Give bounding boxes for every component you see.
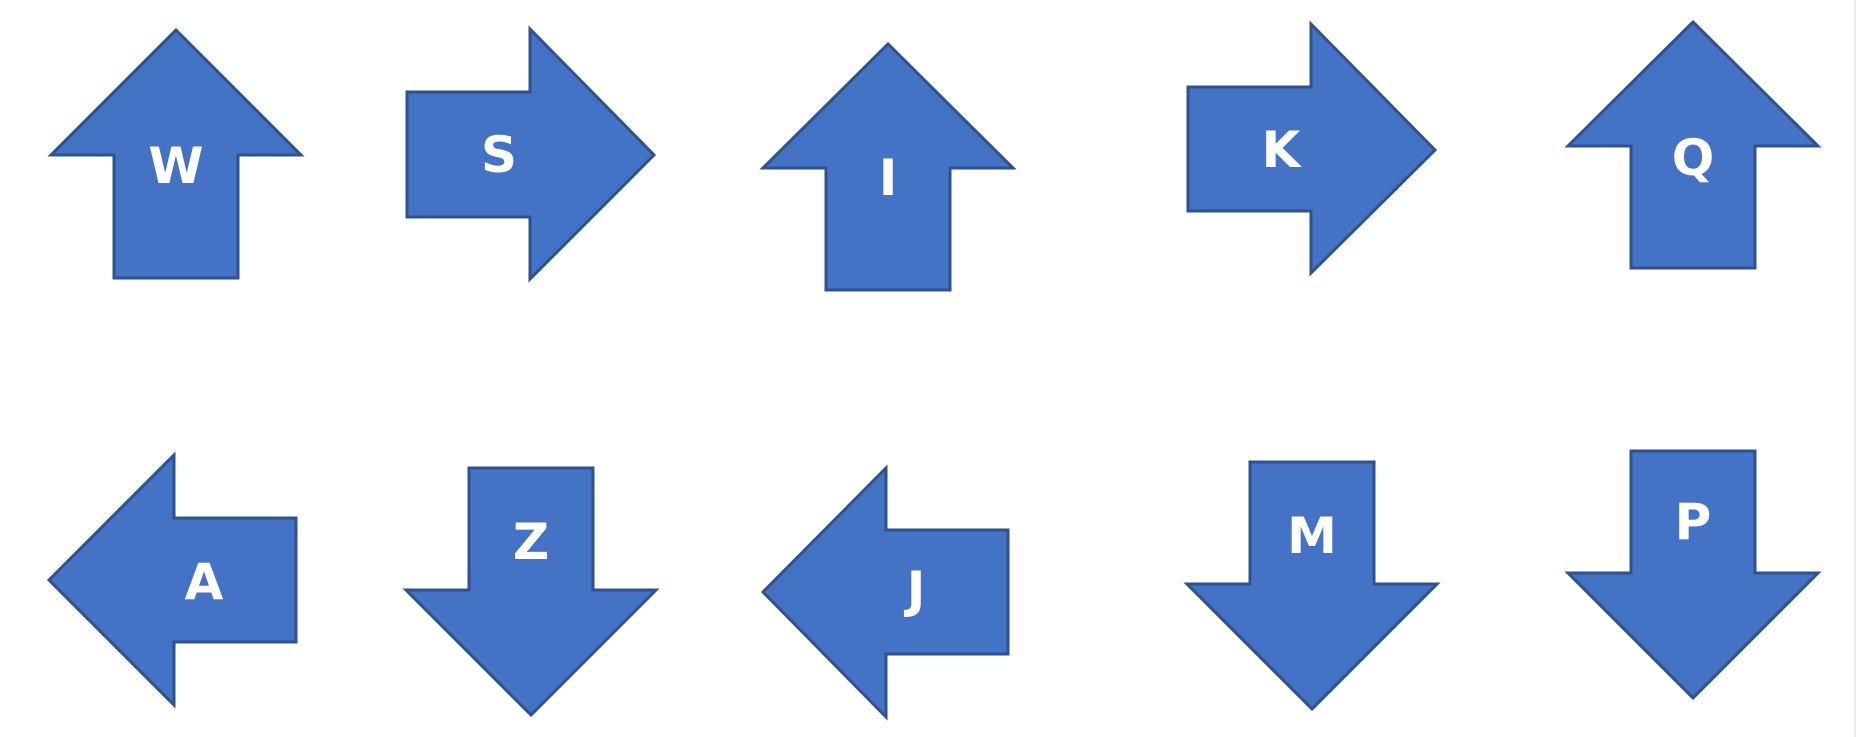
arrow-10-shape [1564,449,1822,701]
arrow-4-letter: K [1262,121,1303,179]
arrow-5-letter: Q [1672,129,1715,187]
arrow-4: K [1186,20,1438,277]
arrow-7-letter: Z [513,513,549,571]
arrow-5: Q [1564,19,1822,270]
arrow-9-letter: M [1287,507,1337,565]
arrow-8-shape [760,464,1010,721]
arrow-3: I [759,41,1017,292]
arrow-10-letter: P [1675,493,1712,551]
arrow-2: S [405,25,657,283]
arrow-1-shape [47,27,305,280]
arrow-2-letter: S [481,126,517,184]
arrow-3-letter: I [879,149,898,207]
arrow-1-letter: W [148,137,203,195]
arrow-3-shape [759,41,1017,292]
arrow-7-shape [402,466,660,718]
arrow-6-letter: A [185,553,224,611]
arrow-1: W [47,27,305,280]
arrow-5-shape [1564,19,1822,270]
arrow-4-shape [1186,20,1438,277]
arrow-8-letter: J [904,561,926,619]
arrow-6-shape [46,451,298,709]
arrow-9: M [1183,460,1441,712]
arrow-9-shape [1183,460,1441,712]
arrow-8: J [760,464,1010,721]
arrow-7: Z [402,466,660,718]
arrow-2-shape [405,25,657,283]
arrow-6: A [46,451,298,709]
arrow-10: P [1564,449,1822,701]
